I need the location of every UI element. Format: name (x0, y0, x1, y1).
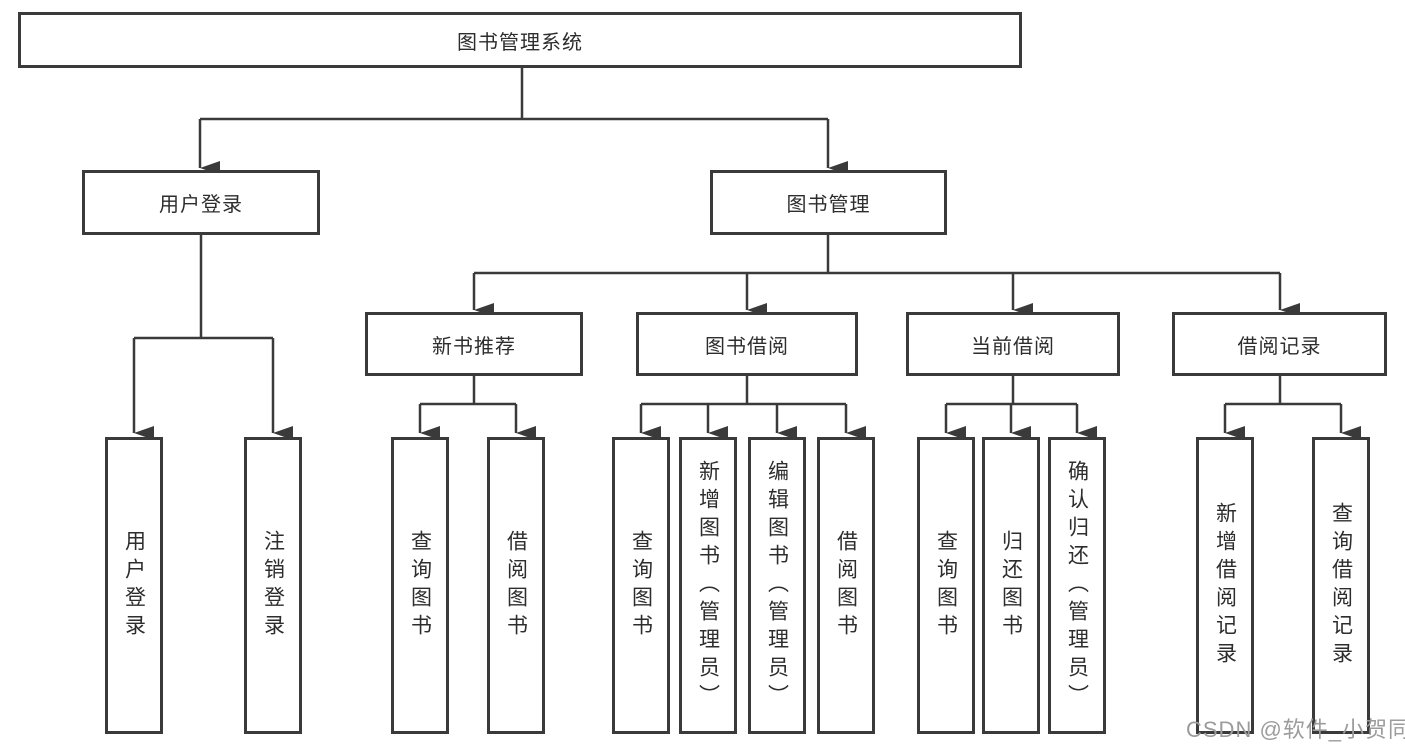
node-label: 注销登录 (261, 529, 285, 642)
node-label: 图书借阅 (705, 335, 789, 358)
node-borrow-records: 借阅记录 (1172, 312, 1387, 376)
node-label: 新增借阅记录 (1213, 501, 1237, 670)
watermark: CSDN @软件_小贺同学 (1186, 717, 1405, 742)
node-label: 查询图书 (934, 529, 958, 642)
node-book-management-branch: 图书管理 (710, 170, 947, 235)
node-label: 借阅图书 (504, 529, 528, 642)
node-new-book-recommend: 新书推荐 (365, 312, 583, 376)
node-label: 借阅记录 (1237, 335, 1322, 358)
node-label: 图书管理 (786, 194, 871, 216)
node-library-management-system: 图书管理系统 (18, 12, 1022, 68)
node-label: 借阅图书 (834, 529, 858, 642)
node-label: 当前借阅 (971, 335, 1055, 358)
node-logout-leaf: 注销登录 (244, 437, 302, 734)
node-user-login-branch: 用户登录 (82, 170, 320, 235)
node-label: 编辑图书（管理员） (765, 459, 789, 712)
node-query-books-recommend: 查询图书 (391, 437, 449, 734)
node-book-borrow: 图书借阅 (636, 312, 858, 376)
node-current-borrow: 当前借阅 (906, 312, 1120, 376)
node-return-book: 归还图书 (982, 437, 1040, 734)
node-label: 查询图书 (408, 529, 432, 642)
node-label: 新增图书（管理员） (696, 459, 720, 712)
node-label: 归还图书 (999, 529, 1023, 642)
node-query-books-borrow: 查询图书 (612, 437, 670, 734)
node-query-borrow-record: 查询借阅记录 (1312, 437, 1370, 734)
node-label: 查询借阅记录 (1329, 501, 1353, 670)
node-borrow-books-recommend: 借阅图书 (487, 437, 545, 734)
node-label: 确认归还（管理员） (1065, 459, 1089, 712)
node-add-borrow-record: 新增借阅记录 (1196, 437, 1254, 734)
node-edit-book-admin: 编辑图书（管理员） (748, 437, 806, 734)
node-add-book-admin: 新增图书（管理员） (679, 437, 737, 734)
node-label: 用户登录 (159, 194, 243, 216)
node-borrow-books-leaf: 借阅图书 (817, 437, 875, 734)
node-label: 图书管理系统 (457, 31, 583, 54)
node-label: 用户登录 (122, 529, 146, 642)
node-query-books-current: 查询图书 (917, 437, 975, 734)
node-user-login-leaf: 用户登录 (105, 437, 163, 734)
node-label: 查询图书 (629, 529, 653, 642)
node-label: 新书推荐 (432, 335, 516, 358)
node-confirm-return-admin: 确认归还（管理员） (1048, 437, 1106, 734)
